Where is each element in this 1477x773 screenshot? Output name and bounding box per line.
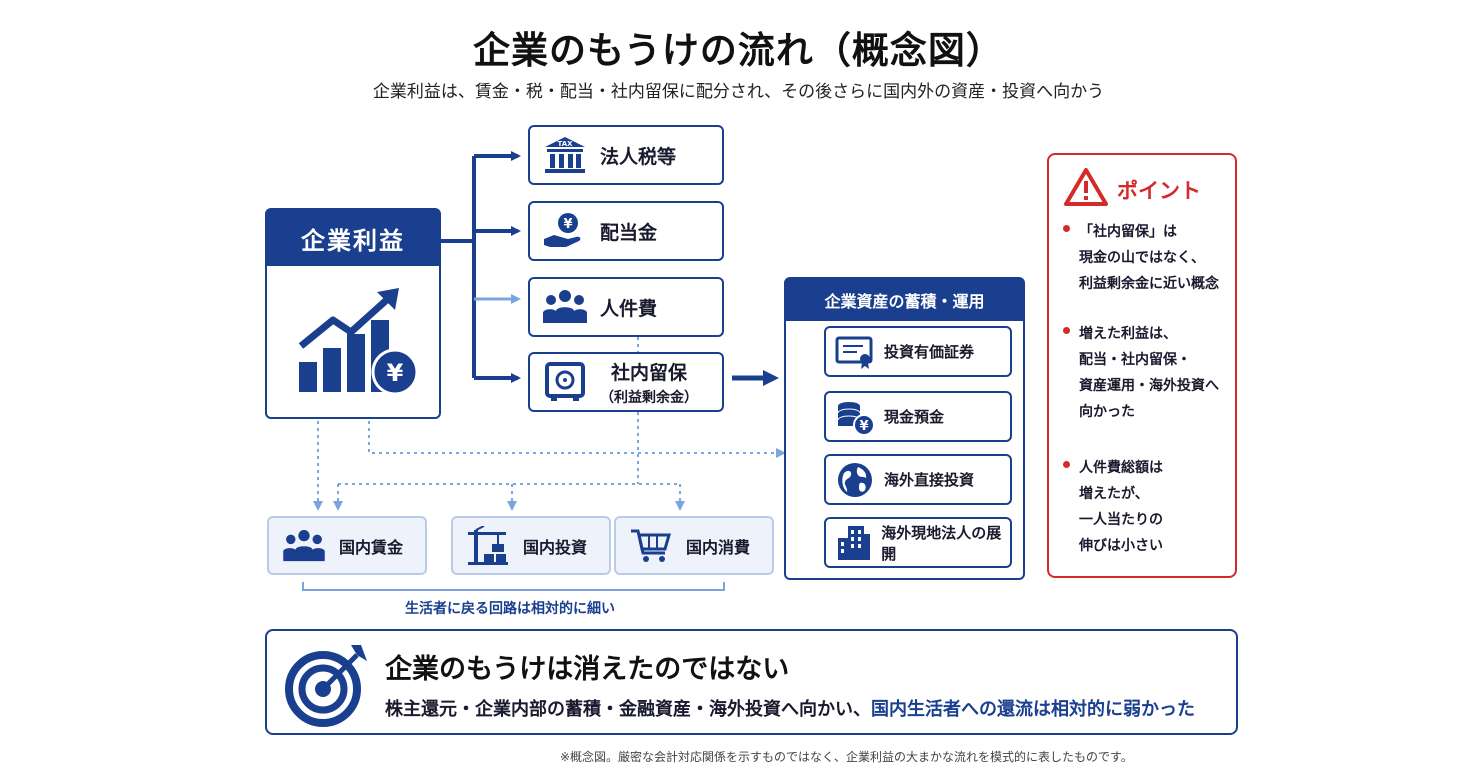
warning-icon xyxy=(1064,168,1108,206)
yen-hand-icon: ¥ xyxy=(544,213,581,247)
profit-label: 企業利益 xyxy=(267,210,439,266)
banner-text-highlight: 国内生活者への還流は相対的に弱かった xyxy=(871,699,1195,720)
asset-label-cash: 現金預金 xyxy=(884,408,945,426)
svg-text:TAX: TAX xyxy=(557,140,573,148)
point-line: 人件費総額は xyxy=(1079,460,1163,476)
point-line: 増えたが、 xyxy=(1079,486,1149,502)
dist-box-dividend: ¥ 配当金 xyxy=(528,201,724,261)
point-line: 配当・社内留保・ xyxy=(1079,352,1191,368)
dist-label-tax: 法人税等 xyxy=(600,145,677,168)
dotted-to-overseas xyxy=(368,421,786,458)
point-line: 一人当たりの xyxy=(1079,512,1163,528)
dist-box-tax: TAX 法人税等 xyxy=(528,125,724,185)
asset-panel-title: 企業資産の蓄積・運用 xyxy=(786,279,1023,321)
domestic-box-investment: 国内投資 xyxy=(451,516,611,575)
point-item-3: 人件費総額は 増えたが、 一人当たりの 伸びは小さい xyxy=(1063,455,1233,559)
point-box: ポイント 「社内留保」は 現金の山ではなく、 利益剰余金に近い概念 増えた利益は… xyxy=(1047,153,1237,578)
point-item-1: 「社内留保」は 現金の山ではなく、 利益剰余金に近い概念 xyxy=(1063,219,1233,297)
point-item-2: 増えた利益は、 配当・社内留保・ 資産運用・海外投資へ 向かった xyxy=(1063,321,1233,425)
domestic-box-consumption: 国内消費 xyxy=(614,516,774,575)
point-line: 伸びは小さい xyxy=(1079,538,1163,554)
banner-text-plain: 株主還元・企業内部の蓄積・金融資産・海外投資へ向かい、 xyxy=(385,699,871,720)
crane-icon xyxy=(468,525,508,565)
page-subtitle: 企業利益は、賃金・税・配当・社内留保に配分され、その後さらに国内外の資産・投資へ… xyxy=(372,82,1105,102)
people-icon xyxy=(283,529,325,561)
point-bullet xyxy=(1063,225,1070,232)
dist-box-retained: 社内留保 （利益剰余金） xyxy=(528,352,724,412)
dist-box-labor: 人件費 xyxy=(528,277,724,337)
domestic-label-consumption: 国内消費 xyxy=(686,537,751,557)
point-title: ポイント xyxy=(1117,179,1201,203)
point-bullet xyxy=(1063,327,1070,334)
page-title: 企業のもうけの流れ（概念図） xyxy=(473,29,1004,72)
safe-icon xyxy=(545,362,585,401)
domestic-bracket xyxy=(302,582,725,591)
certificate-icon xyxy=(835,336,873,369)
banner-title: 企業のもうけは消えたのではない xyxy=(385,654,790,685)
point-line: 資産運用・海外投資へ xyxy=(1079,378,1219,394)
coins-yen-icon: ¥ xyxy=(837,401,875,436)
asset-item-securities: 投資有価証券 xyxy=(824,326,1012,377)
cart-icon xyxy=(631,529,671,562)
asset-label-fdi: 海外直接投資 xyxy=(884,471,975,489)
banner-text: 株主還元・企業内部の蓄積・金融資産・海外投資へ向かい、国内生活者への還流は相対的… xyxy=(385,695,1195,721)
footnote: ※概念図。厳密な会計対応関係を示すものではなく、企業利益の大まかな流れを模式的に… xyxy=(560,750,1133,764)
people-icon xyxy=(543,290,587,323)
svg-text:¥: ¥ xyxy=(387,359,404,387)
asset-item-subsidiary: 海外現地法人の展開 xyxy=(824,517,1012,568)
domestic-label-investment: 国内投資 xyxy=(523,537,588,557)
svg-text:¥: ¥ xyxy=(563,217,572,232)
asset-label-subsidiary: 海外現地法人の展開 xyxy=(881,523,1002,563)
svg-text:¥: ¥ xyxy=(859,419,868,434)
growth-chart-icon: ¥ xyxy=(298,288,419,396)
asset-item-cash: ¥ 現金預金 xyxy=(824,391,1012,442)
dist-label-retained: 社内留保 xyxy=(610,361,687,384)
asset-item-fdi: 海外直接投資 xyxy=(824,454,1012,505)
asset-label-securities: 投資有価証券 xyxy=(884,343,975,361)
globe-icon xyxy=(838,462,872,497)
point-bullet xyxy=(1063,461,1070,468)
domestic-box-wage: 国内賃金 xyxy=(267,516,427,575)
target-icon xyxy=(285,645,367,727)
point-line: 向かった xyxy=(1079,404,1135,420)
point-line: 現金の山ではなく、 xyxy=(1079,250,1205,266)
building-icon xyxy=(837,525,870,560)
dist-label-labor: 人件費 xyxy=(600,297,658,320)
point-line: 利益剰余金に近い概念 xyxy=(1079,276,1219,292)
point-line: 増えた利益は、 xyxy=(1079,326,1177,342)
point-line: 「社内留保」は xyxy=(1079,224,1177,240)
domestic-bracket-label: 生活者に戻る回路は相対的に細い xyxy=(405,601,615,617)
domestic-label-wage: 国内賃金 xyxy=(339,537,404,557)
dist-label-dividend: 配当金 xyxy=(600,221,658,244)
summary-banner: 企業のもうけは消えたのではない 株主還元・企業内部の蓄積・金融資産・海外投資へ向… xyxy=(265,629,1238,735)
profit-box: 企業利益 ¥ xyxy=(265,208,441,419)
dist-sub-retained: （利益剰余金） xyxy=(600,389,698,406)
bank-tax-icon: TAX xyxy=(545,137,585,173)
